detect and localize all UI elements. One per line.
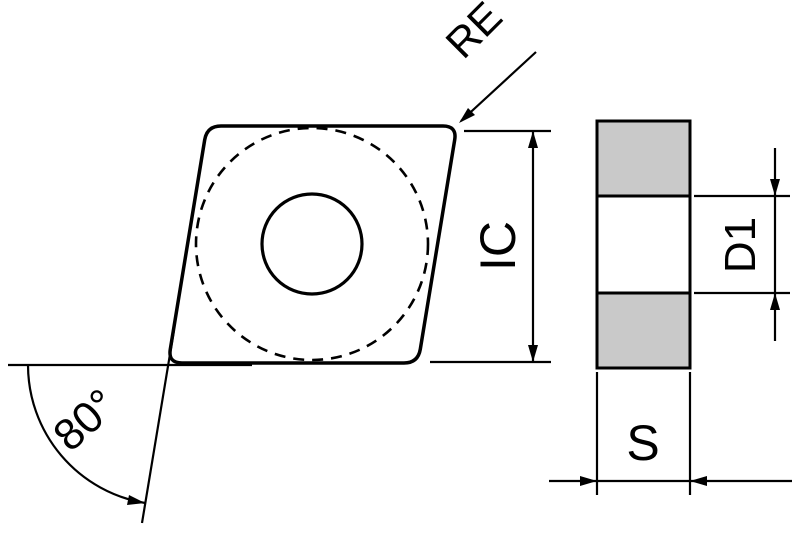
side-view-bottom-band xyxy=(597,293,690,368)
s-dimension: S xyxy=(549,372,792,495)
d1-label: D1 xyxy=(716,217,765,273)
ic-label: IC xyxy=(470,221,526,271)
angle-annotation: 80° xyxy=(8,329,252,524)
insert-front-view xyxy=(168,124,457,365)
side-view-top-band xyxy=(597,121,690,196)
d1-arrowhead-bottom xyxy=(770,293,780,310)
re-label: RE xyxy=(436,0,511,67)
ic-dimension: IC xyxy=(430,129,551,364)
ic-arrowhead-bottom xyxy=(528,345,538,362)
re-arrowhead xyxy=(459,108,475,123)
s-arrowhead-left xyxy=(580,476,597,486)
insert-outline xyxy=(168,124,457,365)
insert-side-view xyxy=(595,119,692,370)
side-view-hole-band xyxy=(597,196,690,293)
s-label: S xyxy=(626,415,659,471)
edge-extension-line xyxy=(140,329,176,524)
side-view-outline xyxy=(595,119,692,370)
angle-arc-arrowhead xyxy=(127,495,145,505)
re-annotation: RE xyxy=(436,0,537,123)
re-leader-line xyxy=(460,51,537,122)
s-arrowhead-right xyxy=(690,476,707,486)
angle-arc xyxy=(26,364,146,505)
center-hole xyxy=(260,192,364,296)
d1-arrowhead-top xyxy=(770,179,780,196)
ic-arrowhead-top xyxy=(528,131,538,148)
inscribed-circle xyxy=(194,126,430,362)
d1-dimension: D1 xyxy=(694,148,790,341)
